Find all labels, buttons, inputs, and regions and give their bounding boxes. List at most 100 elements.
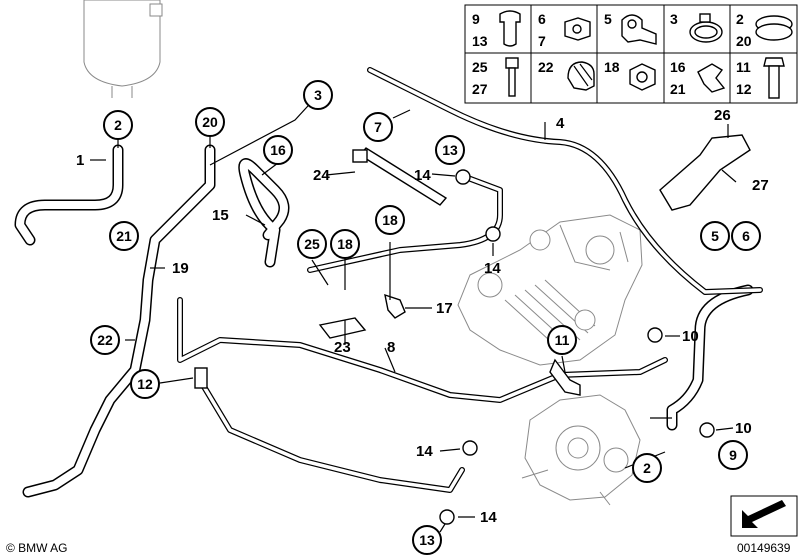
label-4: 4 bbox=[556, 115, 565, 132]
reservoir-ghost bbox=[83, 0, 163, 98]
svg-text:27: 27 bbox=[472, 81, 488, 97]
callout-18-top: 18 bbox=[375, 205, 405, 235]
table-cell-2-20: 2 20 bbox=[736, 11, 793, 49]
callout-label: 2 bbox=[643, 460, 651, 476]
svg-text:21: 21 bbox=[670, 81, 686, 97]
label-14-a: 14 bbox=[414, 167, 431, 184]
banjo-fitting-11 bbox=[549, 358, 581, 396]
callout-label: 5 bbox=[711, 228, 719, 244]
cable-tie-24 bbox=[352, 147, 448, 206]
callout-label: 22 bbox=[97, 332, 113, 348]
callout-16: 16 bbox=[263, 135, 293, 165]
pipe-lower bbox=[197, 377, 465, 493]
label-14-d: 14 bbox=[480, 509, 497, 526]
label-24: 24 bbox=[313, 167, 330, 184]
svg-text:25: 25 bbox=[472, 59, 488, 75]
table-cell-3: 3 bbox=[670, 11, 723, 43]
table-cell-5: 5 bbox=[604, 11, 657, 45]
callout-label: 7 bbox=[374, 119, 382, 135]
callout-label: 18 bbox=[382, 212, 398, 228]
label-1: 1 bbox=[76, 152, 84, 169]
hose-15 bbox=[238, 158, 290, 268]
callout-20-top: 20 bbox=[195, 107, 225, 137]
callout-13-bottom: 13 bbox=[412, 525, 442, 555]
callout-label: 3 bbox=[314, 87, 322, 103]
callout-label: 2 bbox=[114, 117, 122, 133]
washer-10-a bbox=[647, 327, 663, 343]
callout-18-mid: 18 bbox=[330, 229, 360, 259]
hose-2-lower bbox=[666, 284, 754, 431]
label-27: 27 bbox=[752, 177, 769, 194]
table-cell-11-12: 11 12 bbox=[736, 57, 785, 99]
callout-label: 25 bbox=[304, 236, 320, 252]
callout-label: 16 bbox=[270, 142, 286, 158]
pipe-8 bbox=[177, 297, 668, 403]
parts-table: 9 13 6 7 5 3 2 20 25 bbox=[464, 4, 798, 104]
callout-25: 25 bbox=[297, 229, 327, 259]
bracket-23 bbox=[318, 317, 367, 339]
table-cell-6-7: 6 7 bbox=[538, 11, 591, 49]
bracket-26-27 bbox=[659, 134, 751, 211]
label-10-b: 10 bbox=[735, 420, 752, 437]
svg-text:12: 12 bbox=[736, 81, 752, 97]
label-15: 15 bbox=[212, 207, 229, 224]
svg-text:5: 5 bbox=[604, 11, 612, 27]
svg-text:22: 22 bbox=[538, 59, 554, 75]
orientation-arrow-icon bbox=[730, 495, 798, 537]
svg-text:9: 9 bbox=[472, 11, 480, 27]
callout-6: 6 bbox=[731, 221, 761, 251]
svg-text:7: 7 bbox=[538, 33, 546, 49]
callout-label: 9 bbox=[729, 447, 737, 463]
callout-5: 5 bbox=[700, 221, 730, 251]
hose-19-22 bbox=[22, 144, 216, 498]
svg-text:3: 3 bbox=[670, 11, 678, 27]
callout-2-top: 2 bbox=[103, 110, 133, 140]
callout-3: 3 bbox=[303, 80, 333, 110]
callout-label: 21 bbox=[116, 228, 132, 244]
svg-text:18: 18 bbox=[604, 59, 620, 75]
label-19: 19 bbox=[172, 260, 189, 277]
table-cell-18: 18 bbox=[604, 59, 656, 91]
callout-12: 12 bbox=[130, 369, 160, 399]
hose-1 bbox=[14, 144, 124, 246]
copyright-text: © BMW AG bbox=[6, 541, 68, 555]
callout-label: 13 bbox=[419, 532, 435, 548]
label-23: 23 bbox=[334, 339, 351, 356]
svg-text:16: 16 bbox=[670, 59, 686, 75]
callout-21: 21 bbox=[109, 221, 139, 251]
label-10-a: 10 bbox=[682, 328, 699, 345]
callout-22: 22 bbox=[90, 325, 120, 355]
bracket-17 bbox=[384, 293, 406, 319]
callout-label: 13 bbox=[442, 142, 458, 158]
callout-11: 11 bbox=[547, 325, 577, 355]
callout-7: 7 bbox=[363, 112, 393, 142]
washer-14-d bbox=[439, 509, 455, 525]
label-14-b: 14 bbox=[484, 260, 501, 277]
washer-14-b bbox=[485, 226, 501, 242]
label-26: 26 bbox=[714, 107, 731, 124]
svg-text:13: 13 bbox=[472, 33, 488, 49]
callout-2-bottom: 2 bbox=[632, 453, 662, 483]
callout-label: 6 bbox=[742, 228, 750, 244]
label-8: 8 bbox=[387, 339, 395, 356]
callout-label: 18 bbox=[337, 236, 353, 252]
svg-text:11: 11 bbox=[736, 59, 751, 75]
table-cell-16-21: 16 21 bbox=[670, 59, 726, 97]
callout-label: 11 bbox=[555, 332, 570, 348]
pump-ghost bbox=[521, 394, 641, 506]
callout-label: 12 bbox=[137, 376, 153, 392]
callout-13-mid: 13 bbox=[435, 135, 465, 165]
label-14-c: 14 bbox=[416, 443, 433, 460]
callout-label: 20 bbox=[202, 114, 218, 130]
callout-9: 9 bbox=[718, 440, 748, 470]
washer-14-c bbox=[462, 440, 478, 456]
sensor-12 bbox=[194, 367, 208, 389]
svg-text:20: 20 bbox=[736, 33, 752, 49]
washer-10-b bbox=[699, 422, 715, 438]
label-17: 17 bbox=[436, 300, 453, 317]
washer-14-a bbox=[455, 169, 471, 185]
svg-text:2: 2 bbox=[736, 11, 744, 27]
table-cell-22: 22 bbox=[538, 59, 595, 91]
steering-gear-ghost bbox=[457, 214, 643, 366]
